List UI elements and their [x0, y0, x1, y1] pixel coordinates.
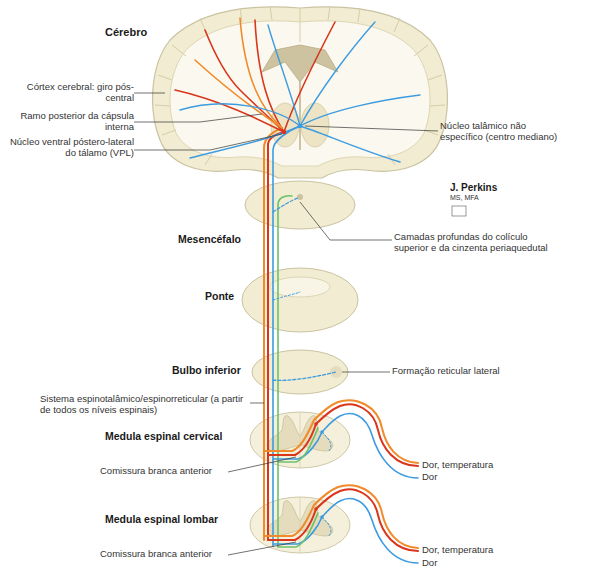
signature: MS, MFA [450, 194, 510, 202]
modality-label: Dor [422, 558, 542, 569]
region-name: Bulbo inferior [172, 364, 267, 376]
region-name: Medula espinal cervical [105, 430, 265, 442]
structure-label: Comissura branca anterior [100, 549, 230, 560]
structure-label: Comissura branca anterior [100, 466, 230, 477]
region-name: Medula espinal lombar [105, 513, 265, 525]
structure-label: Núcleo talâmico não específico (centro m… [440, 121, 565, 143]
region-name: Cérebro [105, 26, 185, 39]
structure-label: Ramo posterior da cápsula interna [4, 111, 134, 133]
modality-label: Dor [422, 472, 542, 483]
structure-label: Formação reticular lateral [392, 366, 562, 377]
structure-label: Núcleo ventral póstero-lateral do tálamo… [4, 137, 134, 159]
structure-label: Camadas profundas do colículo superior e… [394, 232, 564, 254]
region-name: Mesencéfalo [178, 233, 268, 245]
signature: J. Perkins [450, 182, 540, 194]
structure-label: Sistema espinotalâmico/espinorreticular … [40, 394, 250, 416]
structure-label: Córtex cerebral: giro pós-central [4, 82, 134, 104]
modality-label: Dor, temperatura [422, 460, 542, 471]
modality-label: Dor, temperatura [422, 545, 542, 556]
region-name: Ponte [205, 290, 265, 302]
